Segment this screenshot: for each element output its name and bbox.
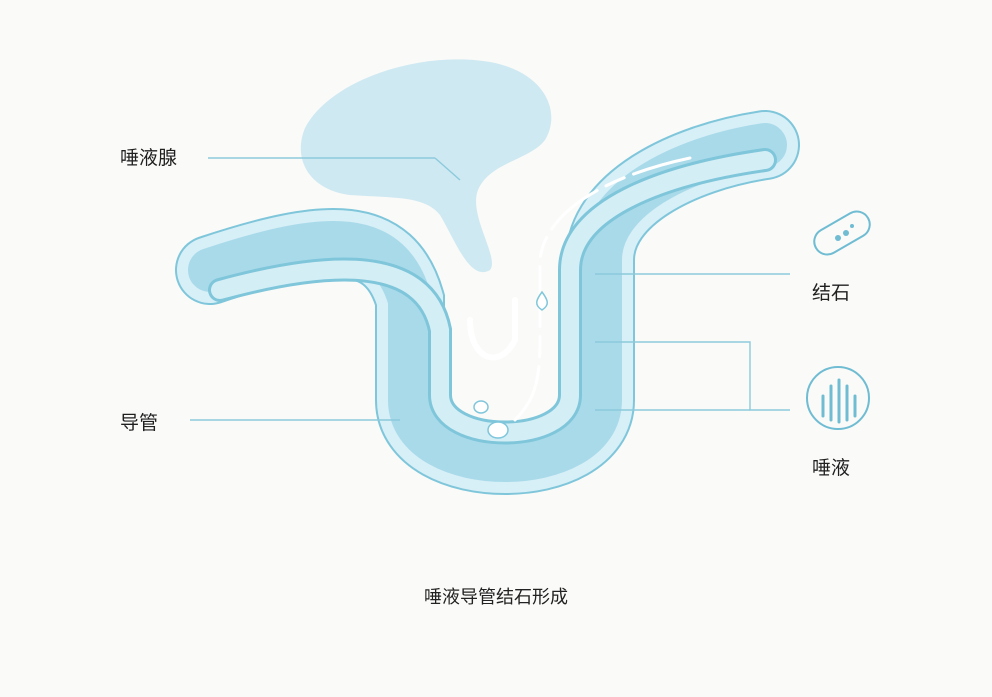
label-duct: 导管 — [120, 412, 159, 434]
saliva-drop-icon — [536, 290, 548, 311]
saliva-flow-line — [513, 156, 692, 422]
stone-capsule-icon — [813, 210, 871, 256]
duct-fold — [467, 297, 518, 361]
label-salivary-gland: 唾液腺 — [120, 147, 178, 169]
stone-large — [487, 421, 509, 439]
saliva-wave-icon — [806, 366, 870, 430]
diagram-caption: 唾液导管结石形成 — [424, 587, 568, 608]
salivary-gland-shape — [300, 59, 552, 273]
duct-middle-band — [188, 123, 787, 482]
label-stone: 结石 — [812, 282, 851, 304]
leader-gland-tail — [434, 157, 461, 181]
leader-saliva — [595, 341, 790, 411]
stone-small — [473, 400, 489, 414]
label-saliva: 唾液 — [812, 457, 851, 479]
